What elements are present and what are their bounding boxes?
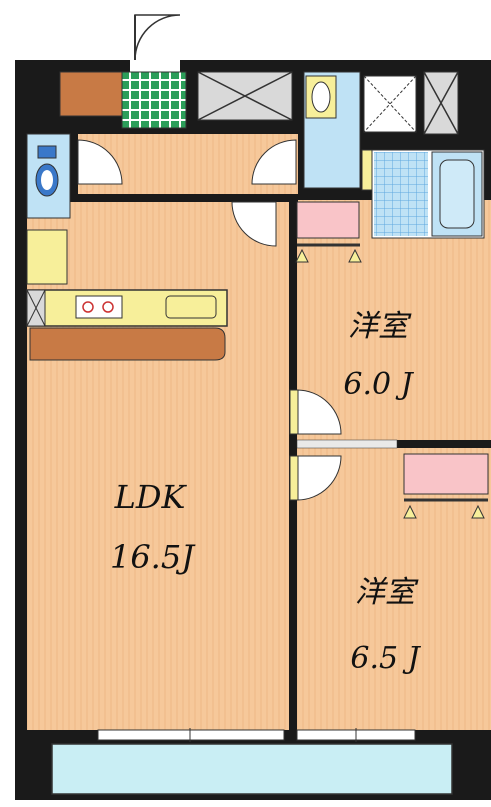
ldk-door-swing xyxy=(231,201,277,247)
balcony xyxy=(51,743,453,795)
washroom-door-swing xyxy=(251,139,297,185)
western-room-1-floor xyxy=(297,200,491,440)
bathroom-door xyxy=(361,149,373,191)
ldk-window xyxy=(97,729,285,741)
shoe-cabinet xyxy=(59,71,123,117)
partition-wall-hall xyxy=(70,194,298,202)
room2-closet xyxy=(403,453,489,495)
ldk-name: LDK xyxy=(114,478,188,516)
entry-tile-floor xyxy=(121,71,187,129)
room2-name: 洋室 xyxy=(355,575,419,610)
room1-name: 洋室 xyxy=(348,309,412,344)
room1-closet xyxy=(296,201,360,239)
room2-size: 6.5 J xyxy=(350,641,421,676)
ldk-size: 16.5J xyxy=(110,538,196,576)
refrigerator-space xyxy=(26,229,68,285)
sink xyxy=(165,295,217,319)
room1-size: 6.0 J xyxy=(343,367,414,402)
breakfast-counter xyxy=(29,327,226,361)
room1-door-swing xyxy=(296,389,342,435)
partition-wall-toilet xyxy=(70,134,78,202)
entrance-door-swing xyxy=(134,14,181,61)
entrance-opening xyxy=(130,60,180,72)
ldk-floor xyxy=(27,200,289,730)
toilet-door-swing xyxy=(77,139,123,185)
western-room-2-floor xyxy=(297,448,491,730)
bathroom-tile-floor xyxy=(374,152,428,236)
room2-door-swing xyxy=(296,455,342,501)
